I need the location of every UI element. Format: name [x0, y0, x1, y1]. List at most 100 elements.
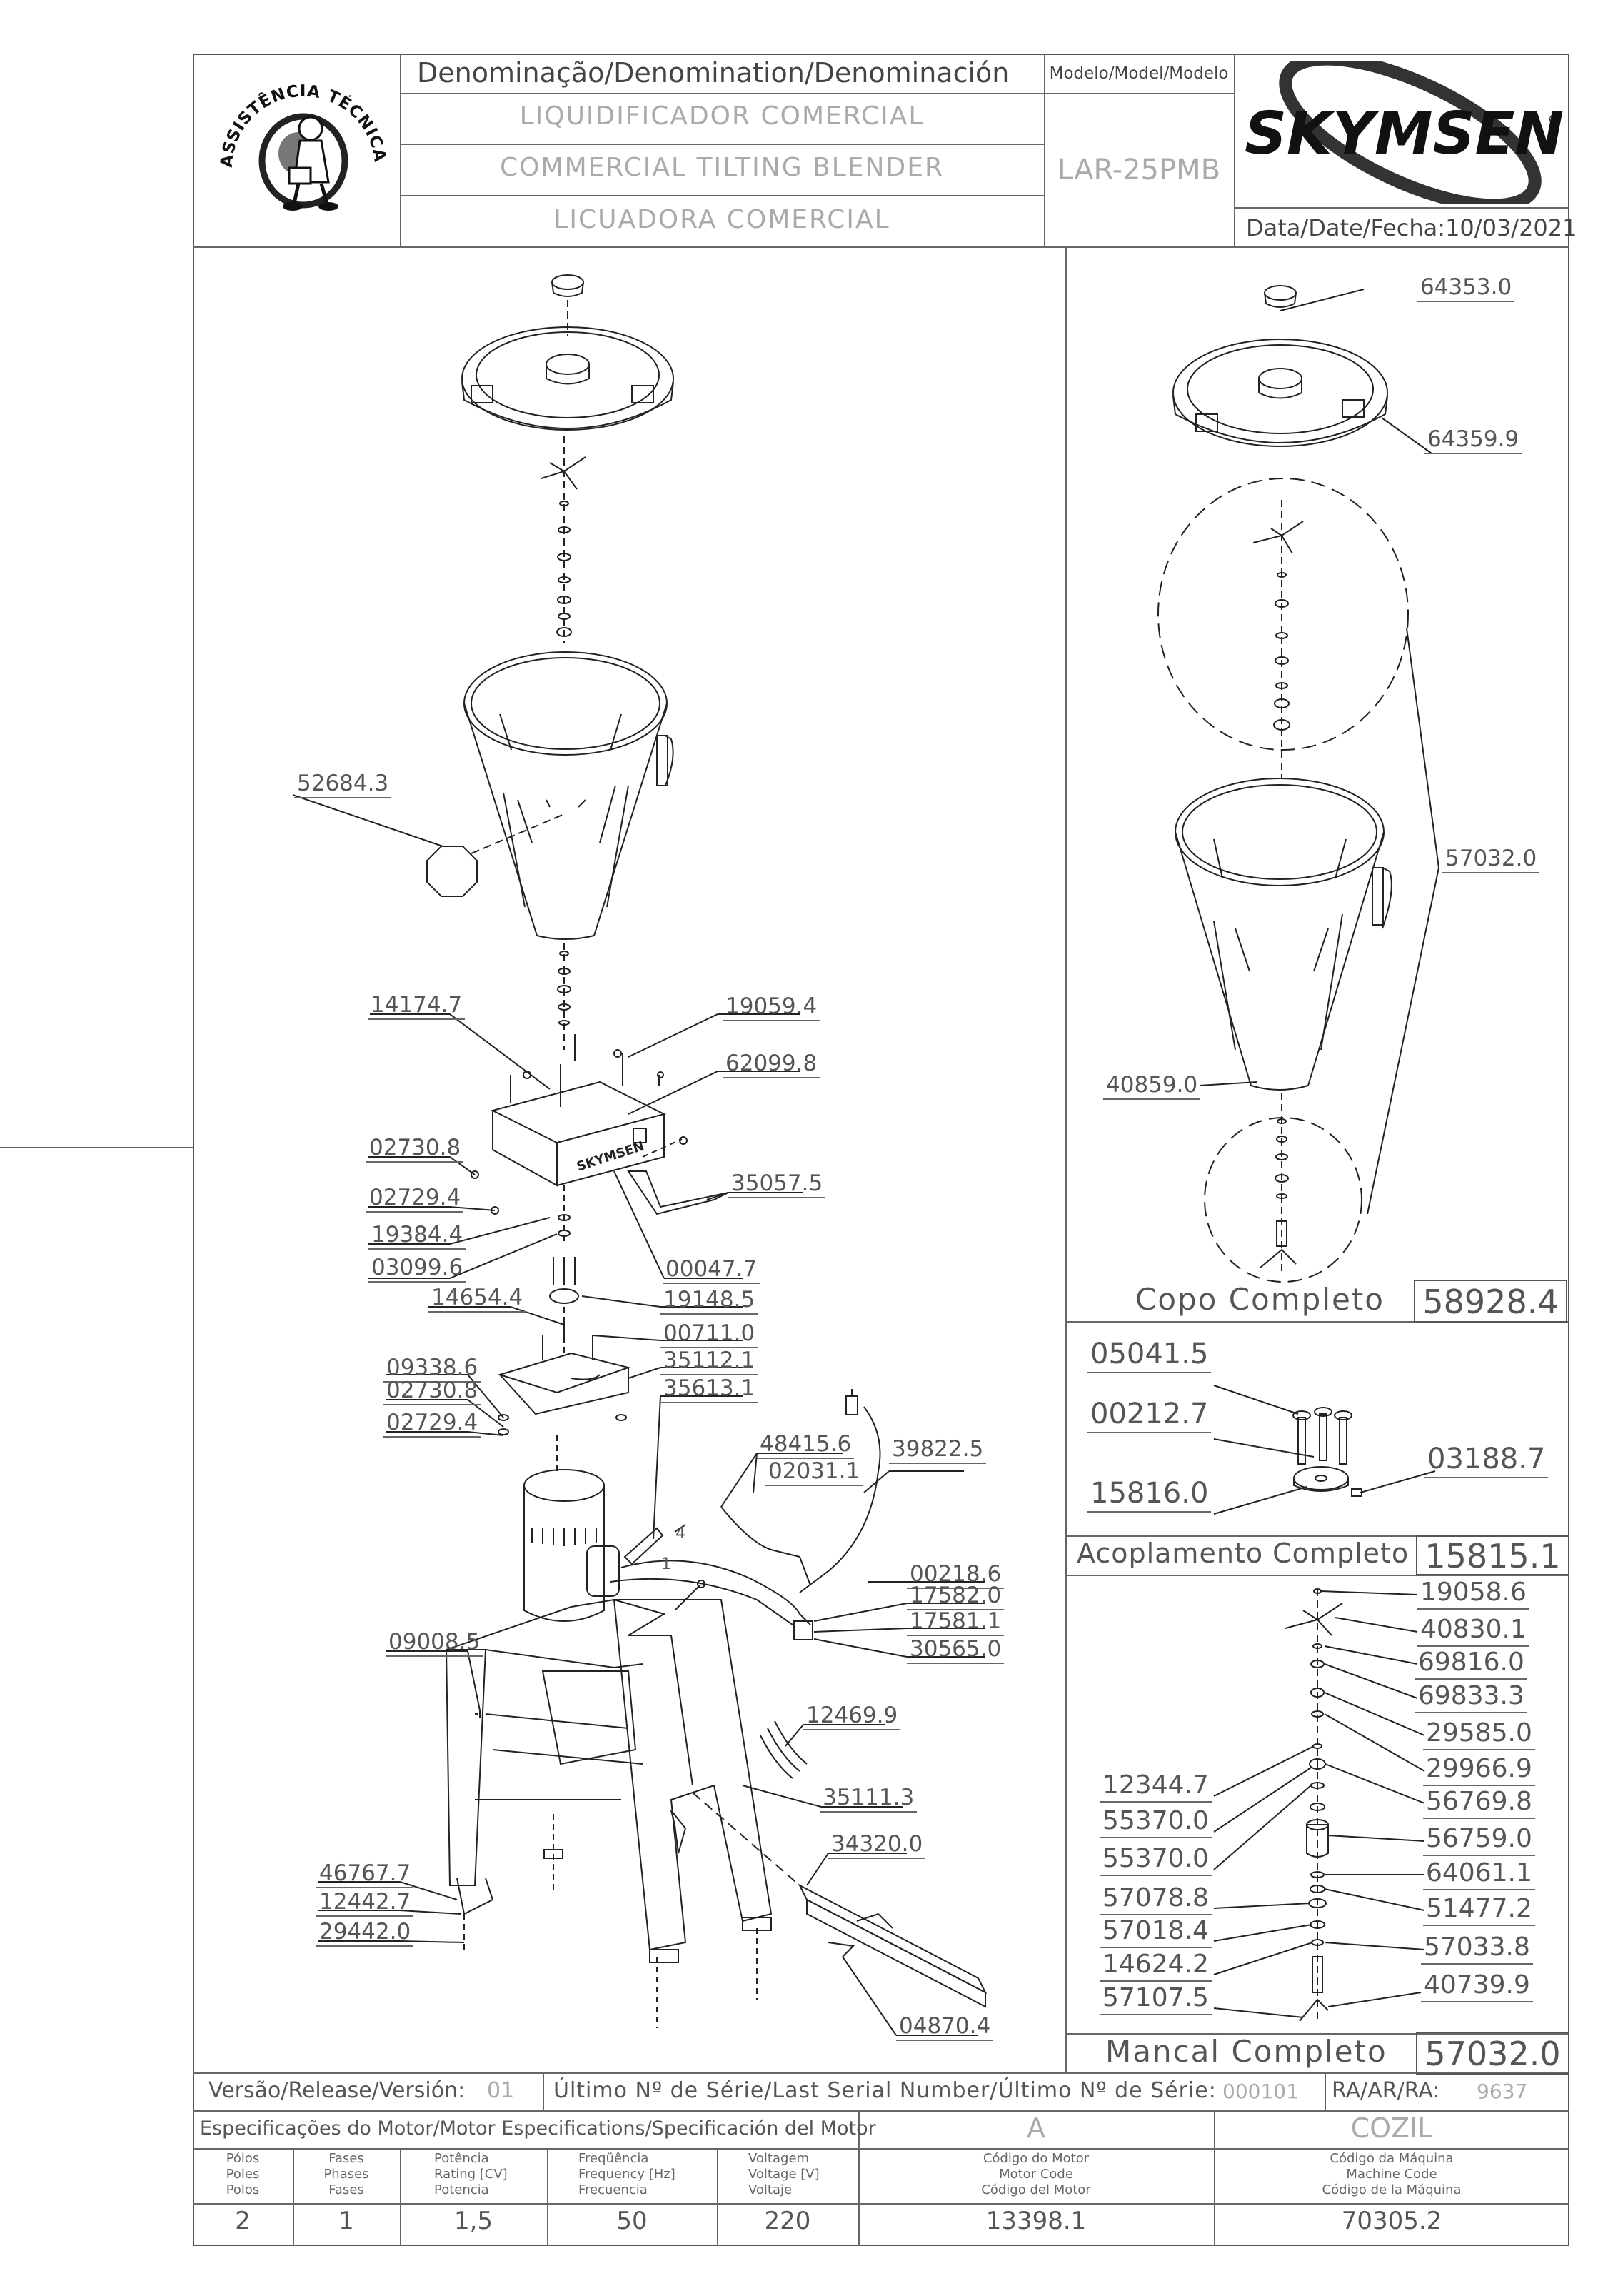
part-number: 46767.7 — [316, 1861, 414, 1888]
part-number: 57078.8 — [1100, 1884, 1212, 1915]
part-number: 03099.6 — [368, 1255, 466, 1283]
wire-label: 1 — [661, 1555, 671, 1573]
part-number: 14654.4 — [428, 1285, 526, 1313]
part-number: 57018.4 — [1100, 1917, 1212, 1948]
part-number: 62099.8 — [723, 1051, 820, 1078]
product-name-en: COMMERCIAL TILTING BLENDER — [500, 153, 944, 182]
part-number: 02031.1 — [765, 1459, 863, 1486]
part-number: 14624.2 — [1100, 1950, 1212, 1982]
part-number: 19384.4 — [368, 1223, 466, 1250]
part-number: 12344.7 — [1100, 1771, 1212, 1803]
serial-label: Último Nº de Série/Last Serial Number/Úl… — [553, 2078, 1217, 2103]
part-number: 12469.9 — [803, 1703, 901, 1730]
spec-value-motor-code: 13398.1 — [985, 2207, 1087, 2235]
copo-code: 58928.4 — [1414, 1280, 1567, 1323]
skymsen-logo: SKYMSEN ® — [1239, 61, 1567, 204]
spec-value-poles: 2 — [235, 2207, 251, 2235]
copo-title: Copo Completo — [1135, 1282, 1385, 1317]
svg-text:SKYMSEN: SKYMSEN — [575, 1138, 646, 1174]
part-number: 02730.8 — [383, 1378, 481, 1405]
part-number: 00218.6 — [907, 1562, 1005, 1589]
part-number: 56769.8 — [1423, 1788, 1535, 1819]
part-number: 09338.6 — [383, 1355, 481, 1383]
part-number: 30565.0 — [907, 1637, 1005, 1664]
part-number: 14174.7 — [368, 993, 466, 1020]
machine-maker: COZIL — [1350, 2112, 1433, 2144]
part-number: 64061.1 — [1423, 1859, 1535, 1890]
acoplamento-title: Acoplamento Completo — [1077, 1538, 1410, 1569]
part-number: 35613.1 — [660, 1376, 758, 1403]
product-name-es: LICUADORA COMERCIAL — [553, 205, 890, 234]
part-number: 35057.5 — [728, 1171, 826, 1198]
part-number: 48415.6 — [757, 1432, 855, 1459]
part-number: 57107.5 — [1100, 1984, 1212, 2015]
date-value: 10/03/2021 — [1445, 214, 1577, 241]
spec-value-frequency: 50 — [616, 2207, 648, 2235]
drawing-frame — [193, 54, 1569, 2246]
part-number: 09008.5 — [386, 1630, 483, 1657]
part-number: 19058.6 — [1417, 1578, 1529, 1610]
part-number: 69833.3 — [1415, 1682, 1527, 1713]
product-name-pt: LIQUIDIFICADOR COMERCIAL — [519, 101, 925, 131]
part-number: 15816.0 — [1087, 1477, 1212, 1513]
part-number: 64353.0 — [1417, 275, 1515, 302]
version-value: 01 — [487, 2078, 515, 2103]
part-number: 69816.0 — [1415, 1648, 1527, 1680]
motor-supplier: A — [1027, 2112, 1045, 2144]
spec-value-rating: 1,5 — [453, 2207, 493, 2235]
part-number: 00047.7 — [663, 1257, 760, 1284]
part-number: 02729.4 — [366, 1185, 464, 1213]
part-number: 02730.8 — [366, 1136, 464, 1163]
part-number: 05041.5 — [1087, 1338, 1212, 1373]
part-number: 51477.2 — [1423, 1895, 1535, 1926]
part-number: 39822.5 — [889, 1437, 987, 1464]
version-label: Versão/Release/Versión: — [208, 2078, 466, 2103]
ra-label: RA/AR/RA: — [1332, 2078, 1440, 2103]
motor-spec-label: Especificações do Motor/Motor Especifica… — [200, 2117, 876, 2140]
part-number: 64359.9 — [1424, 427, 1522, 454]
part-number: 04870.4 — [896, 2014, 994, 2041]
part-number: 40830.1 — [1417, 1615, 1529, 1647]
part-number: 35111.3 — [820, 1785, 918, 1813]
part-number: 34320.0 — [828, 1832, 926, 1859]
wire-label: 4 — [675, 1525, 685, 1543]
date-field: Data/Date/Fecha:10/03/2021 — [1246, 214, 1577, 241]
part-number: 02729.4 — [383, 1410, 481, 1438]
part-number: 29442.0 — [316, 1920, 414, 1947]
mancal-title: Mancal Completo — [1105, 2034, 1387, 2069]
part-number: 40739.9 — [1421, 1971, 1533, 2002]
model-value: LAR-25PMB — [1057, 154, 1221, 186]
part-number: 00711.0 — [660, 1321, 758, 1348]
margin-line — [0, 1147, 193, 1148]
model-label: Modelo/Model/Modelo — [1049, 64, 1229, 83]
acoplamento-code: 15815.1 — [1416, 1535, 1569, 1575]
part-number: 03188.7 — [1424, 1443, 1549, 1478]
authorized-service-seal: ASSISTÊNCIA TÉCNICA AUTORIZADA — [214, 61, 393, 239]
part-number: 17582.0 — [907, 1583, 1005, 1610]
part-number: 35112.1 — [660, 1348, 758, 1375]
mancal-code: 57032.0 — [1416, 2032, 1569, 2075]
part-number: 57033.8 — [1421, 1933, 1533, 1965]
part-number: 40859.0 — [1103, 1073, 1201, 1100]
part-number: 55370.0 — [1100, 1845, 1212, 1876]
part-number: 00212.7 — [1087, 1398, 1212, 1433]
spec-value-voltage: 220 — [764, 2207, 811, 2235]
brand-name: SKYMSEN — [1245, 100, 1564, 168]
part-number: 19148.5 — [660, 1288, 758, 1315]
part-number: 12442.7 — [316, 1890, 414, 1917]
denomination-label: Denominação/Denomination/Denominación — [417, 57, 1010, 89]
part-number: 55370.0 — [1100, 1807, 1212, 1838]
part-number: 29585.0 — [1423, 1719, 1535, 1750]
date-label: Data/Date/Fecha: — [1246, 214, 1446, 241]
spec-value-machine-code: 70305.2 — [1341, 2207, 1442, 2235]
part-number: 52684.3 — [294, 771, 392, 798]
part-number: 57032.0 — [1442, 846, 1540, 873]
